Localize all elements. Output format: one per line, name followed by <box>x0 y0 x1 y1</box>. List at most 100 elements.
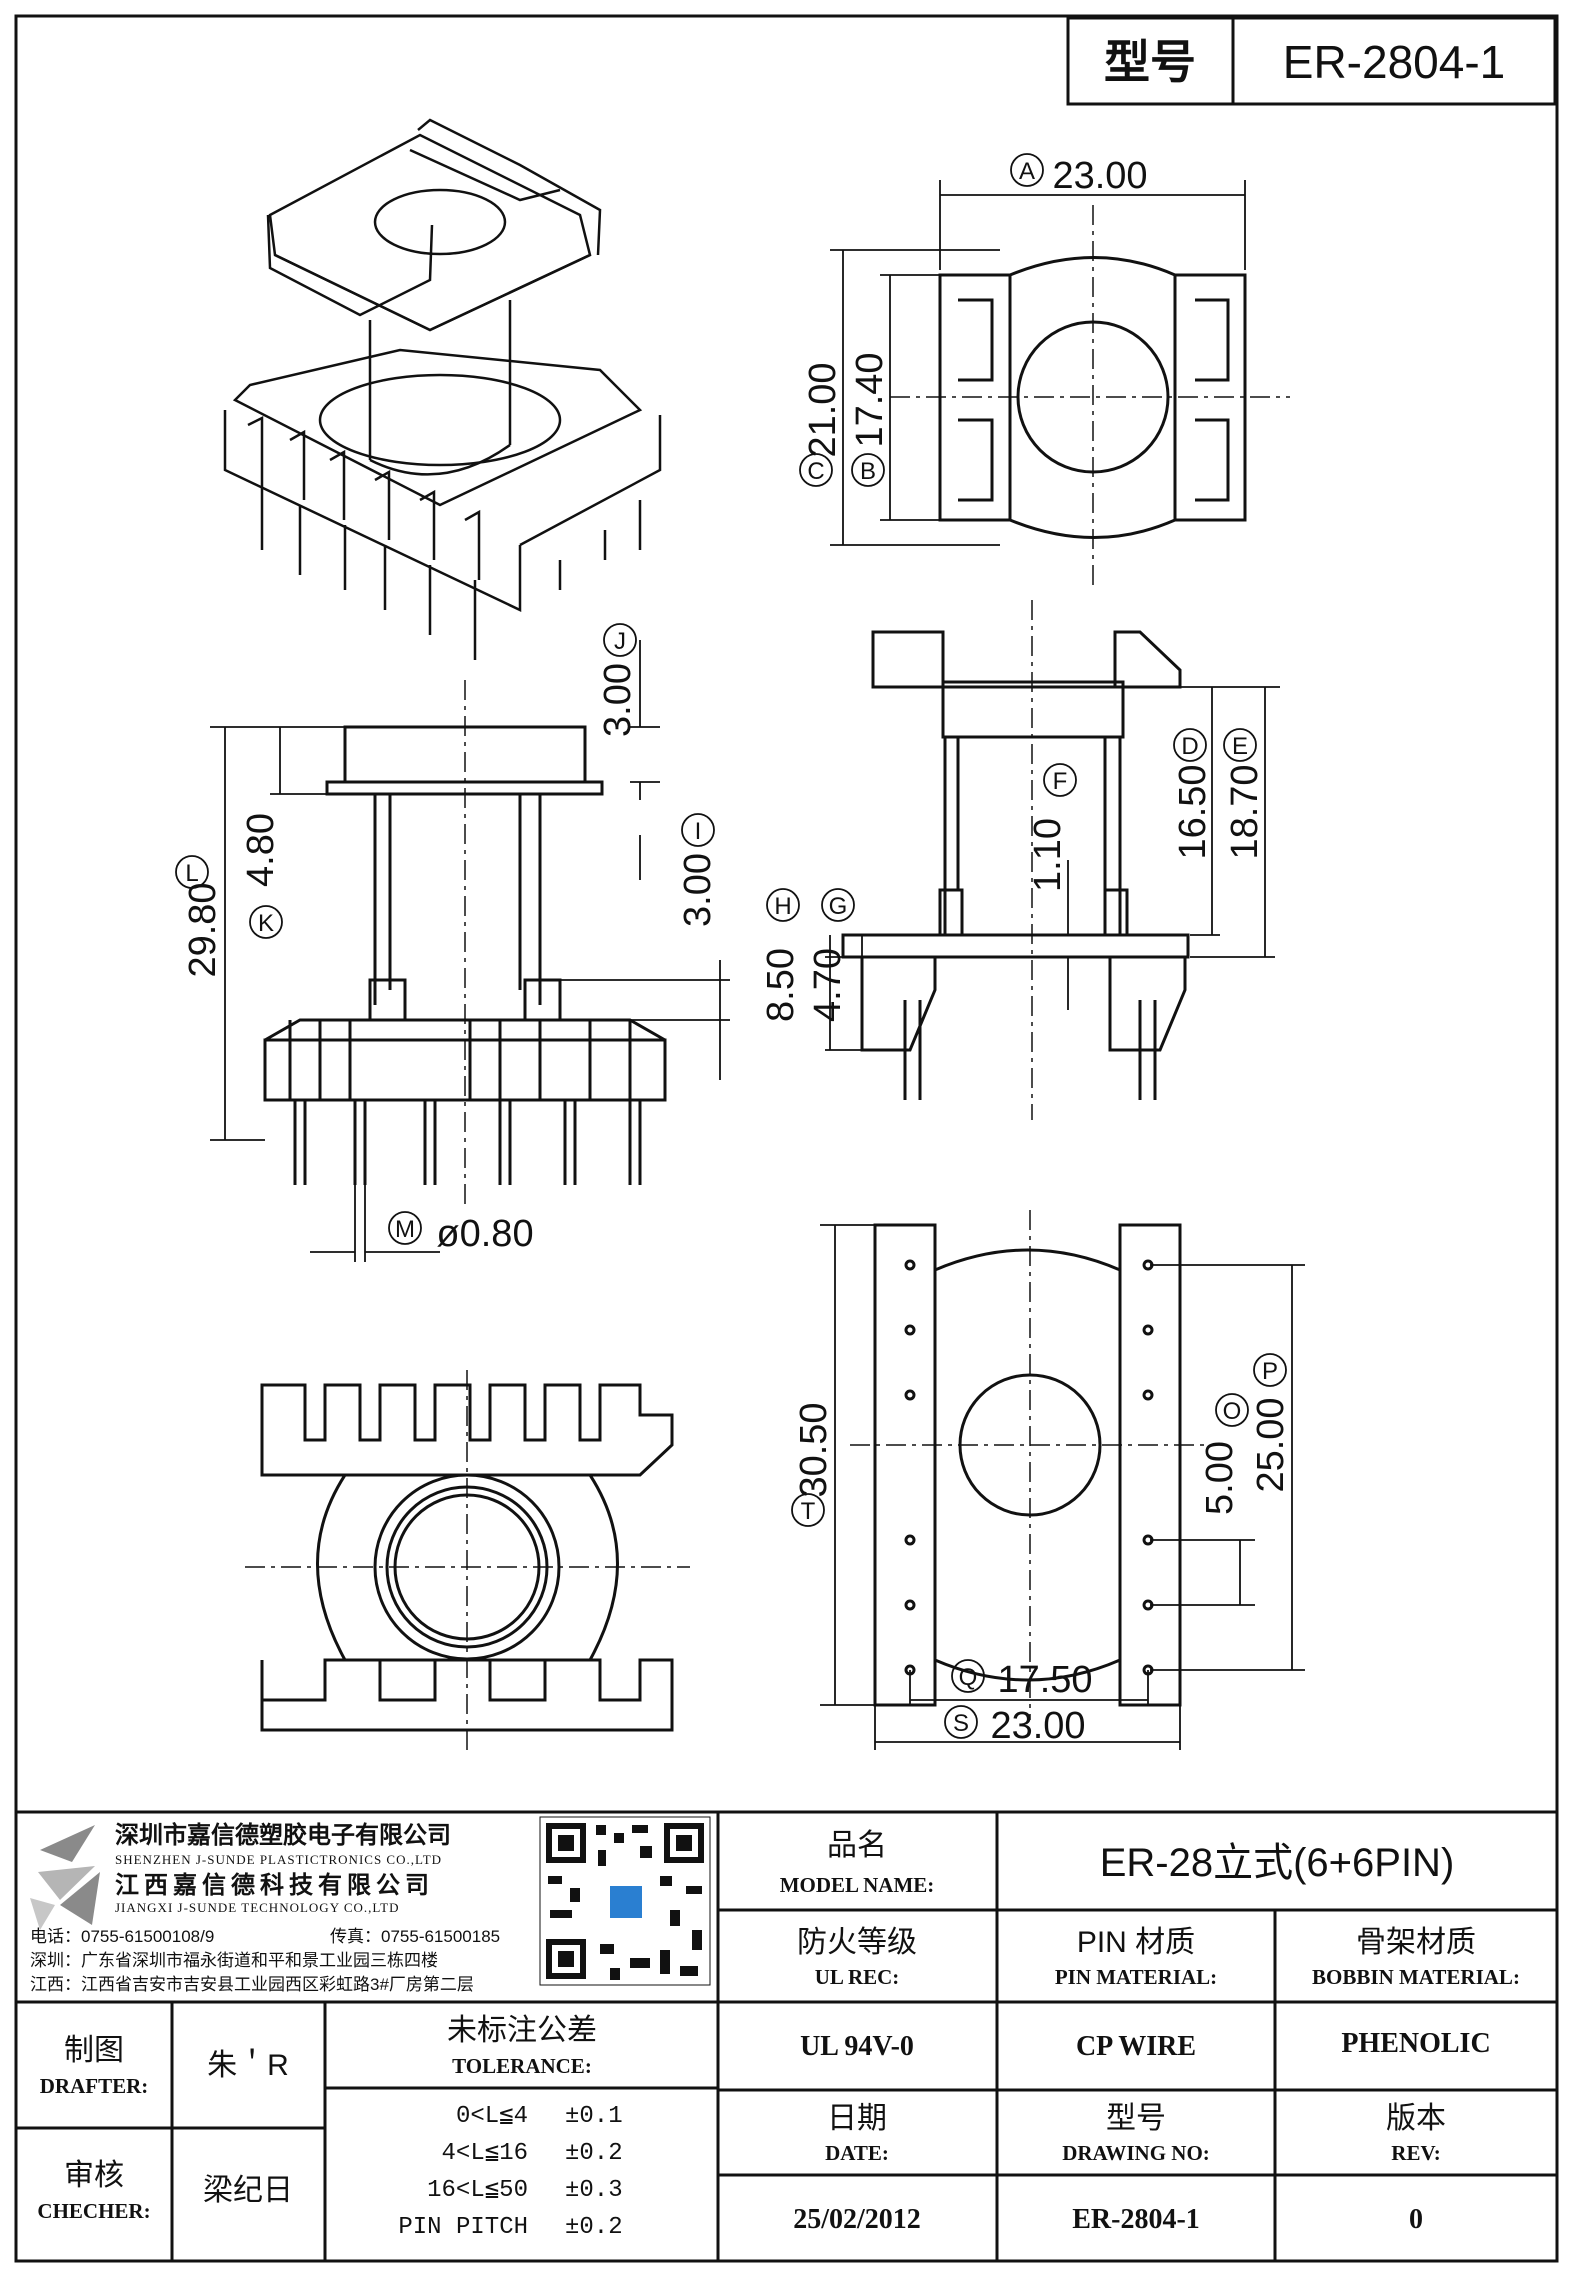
tolerance-label-cn: 未标注公差 <box>447 2014 597 2047</box>
company-logo <box>30 1825 100 1930</box>
dim-t-letter: T <box>801 1498 816 1525</box>
pin-label-cn: PIN 材质 <box>1077 1926 1195 1959</box>
tolerance-value: ±0.1 <box>565 2103 623 2130</box>
date-label-cn: 日期 <box>827 2102 887 2135</box>
dim-o-letter: O <box>1223 1398 1242 1425</box>
dim-e-letter: E <box>1232 733 1248 760</box>
dim-a-letter: A <box>1019 158 1035 185</box>
bottom-view-left-centerlines <box>245 1370 690 1750</box>
dim-a-value: 23.00 <box>1052 155 1147 197</box>
drafter-name: 朱＇R <box>207 2049 289 2082</box>
tolerance-value: ±0.3 <box>565 2177 623 2204</box>
tolerance-range: PIN PITCH <box>398 2214 528 2241</box>
top-view-centerlines <box>890 205 1290 590</box>
dim-s-value: 23.00 <box>990 1705 1085 1747</box>
dim-g-letter: G <box>829 893 848 920</box>
ul-label-en: UL REC: <box>815 1965 900 1989</box>
qr-code <box>539 1816 711 1986</box>
dim-p-value: 25.00 <box>1250 1397 1292 1492</box>
company-name-en-2: JIANGXI J-SUNDE TECHNOLOGY CO.,LTD <box>115 1900 400 1915</box>
title-box-label: 型号 <box>1104 36 1196 88</box>
dim-d-value: 16.50 <box>1172 764 1214 859</box>
dim-k-letter: K <box>258 910 274 937</box>
tolerance-value: ±0.2 <box>565 2214 623 2241</box>
drawno-value: ER-2804-1 <box>1072 2204 1200 2235</box>
company-addr-jx: 江西：江西省吉安市吉安县工业园西区彩虹路3#厂房第二层 <box>30 1975 474 1994</box>
checker-label-en: CHECHER: <box>37 2199 150 2223</box>
dim-f-letter: F <box>1053 768 1068 795</box>
dim-m-value: ø0.80 <box>436 1213 533 1255</box>
rev-value: 0 <box>1409 2204 1423 2235</box>
date-value: 25/02/2012 <box>793 2204 921 2235</box>
dim-l-value: 29.80 <box>182 882 224 977</box>
bottom-view-right-centerlines <box>850 1210 1210 1720</box>
tolerance-value: ±0.2 <box>565 2140 623 2167</box>
dim-j-i: 3.00 J 3.00 I <box>540 623 730 1080</box>
dim-c-b: 21.00 17.40 C B <box>799 249 1000 546</box>
dim-c-value: 21.00 <box>802 362 844 457</box>
bobbin-label-en: BOBBIN MATERIAL: <box>1312 1965 1520 1989</box>
dim-d-e-f-g-h: 16.50 18.70 D E 1.10 F 4.70 8.50 H G <box>760 686 1280 1051</box>
title-box-value: ER-2804-1 <box>1283 36 1505 88</box>
company-phone: 电话：0755-61500108/9 <box>30 1927 214 1946</box>
isometric-view <box>223 118 662 660</box>
dim-k-value: 4.80 <box>240 813 282 887</box>
rev-label-cn: 版本 <box>1386 2102 1446 2135</box>
company-fax: 传真：0755-61500185 <box>330 1927 500 1946</box>
model-name-en: MODEL NAME: <box>780 1873 935 1897</box>
checker-label-cn: 审核 <box>64 2159 124 2192</box>
dim-q-value: 17.50 <box>997 1659 1092 1701</box>
drawno-label-en: DRAWING NO: <box>1062 2141 1210 2165</box>
dim-h-value: 8.50 <box>760 948 802 1022</box>
dim-l-letter: L <box>185 860 198 887</box>
dim-i-value: 3.00 <box>677 853 719 927</box>
tolerance-range: 4<L≦16 <box>442 2140 528 2167</box>
dim-s-letter: S <box>953 1710 969 1737</box>
model-name-value: ER-28立式(6+6PIN) <box>1100 1841 1455 1885</box>
dim-m: M ø0.80 <box>310 1185 534 1262</box>
company-name-cn-2: 江西嘉信德科技有限公司 <box>115 1871 434 1899</box>
dim-j-letter: J <box>614 628 626 655</box>
dim-i-letter: I <box>695 818 702 845</box>
drafter-label-cn: 制图 <box>64 2034 124 2067</box>
dim-q-letter: Q <box>959 1664 978 1691</box>
company-addr-sz: 深圳：广东省深圳市福永街道和平和景工业园三栋四楼 <box>30 1951 438 1970</box>
title-block <box>16 1810 1557 2261</box>
dim-e-value: 18.70 <box>1224 764 1266 859</box>
dim-d-letter: D <box>1181 733 1198 760</box>
side-view <box>841 630 1190 1100</box>
ul-value: UL 94V-0 <box>800 2031 914 2062</box>
rev-label-en: REV: <box>1391 2141 1440 2165</box>
bobbin-label-cn: 骨架材质 <box>1356 1926 1476 1959</box>
dim-l-k: 29.80 4.80 L K <box>175 726 345 1141</box>
ul-label-cn: 防火等级 <box>797 1926 917 1959</box>
bottom-view-right <box>873 1223 1182 1707</box>
dim-m-letter: M <box>395 1216 415 1243</box>
pin-value: CP WIRE <box>1076 2031 1196 2062</box>
tolerance-range: 16<L≦50 <box>427 2177 528 2204</box>
company-name-cn-1: 深圳市嘉信德塑胶电子有限公司 <box>115 1821 451 1849</box>
dim-c-letter: C <box>807 458 824 485</box>
drawno-label-cn: 型号 <box>1106 2102 1166 2135</box>
dim-t-value: 30.50 <box>793 1402 835 1497</box>
dim-j-value: 3.00 <box>597 663 639 737</box>
pin-label-en: PIN MATERIAL: <box>1055 1965 1217 1989</box>
dim-g-value: 4.70 <box>807 948 849 1022</box>
company-name-en-1: SHENZHEN J-SUNDE PLASTICTRONICS CO.,LTD <box>115 1852 442 1867</box>
dim-a: A 23.00 <box>939 153 1246 270</box>
model-name-cn: 品名 <box>827 1829 887 1862</box>
dim-b-value: 17.40 <box>849 352 891 447</box>
dim-t-o-p-q-s: 30.50 T 25.00 P 5.00 O Q 17.50 S 23.00 <box>791 1224 1305 1750</box>
bobbin-value: PHENOLIC <box>1341 2028 1490 2059</box>
date-label-en: DATE: <box>825 2141 889 2165</box>
tolerance-range: 0<L≦4 <box>456 2103 528 2130</box>
dim-p-letter: P <box>1262 1358 1278 1385</box>
dim-b-letter: B <box>860 458 876 485</box>
tolerance-label-en: TOLERANCE: <box>452 2054 592 2078</box>
dim-f-value: 1.10 <box>1027 818 1069 892</box>
dim-h-letter: H <box>774 893 791 920</box>
checker-name: 梁纪日 <box>203 2174 293 2207</box>
drafter-label-en: DRAFTER: <box>40 2074 149 2098</box>
